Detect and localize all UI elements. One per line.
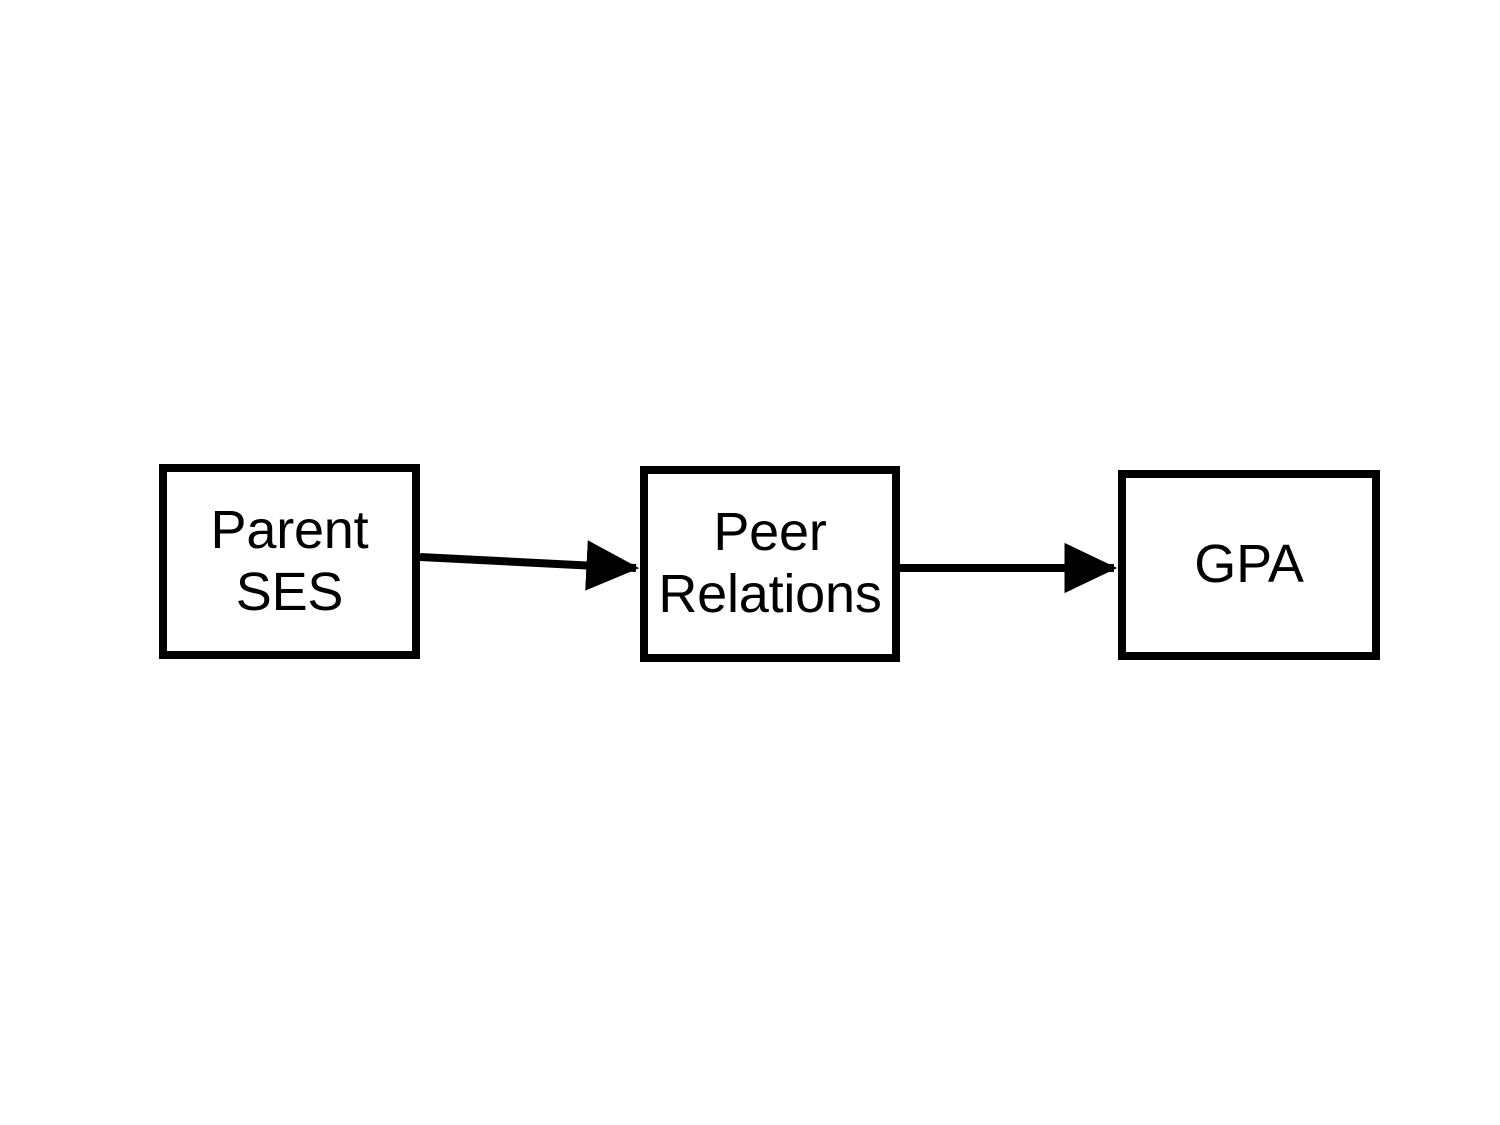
node-gpa-line-1: GPA bbox=[1194, 534, 1304, 595]
node-peer-relations[interactable]: Peer Relations bbox=[640, 466, 900, 662]
edge-parent-ses-to-peer-relations bbox=[419, 540, 640, 591]
node-parent-ses[interactable]: Parent SES bbox=[159, 464, 420, 659]
node-gpa[interactable]: GPA bbox=[1118, 470, 1380, 660]
node-peer-relations-line-1: Peer bbox=[713, 502, 827, 563]
node-parent-ses-line-2: SES bbox=[235, 561, 344, 622]
node-peer-relations-line-2: Relations bbox=[658, 564, 882, 624]
node-parent-ses-line-1: Parent bbox=[210, 499, 369, 560]
